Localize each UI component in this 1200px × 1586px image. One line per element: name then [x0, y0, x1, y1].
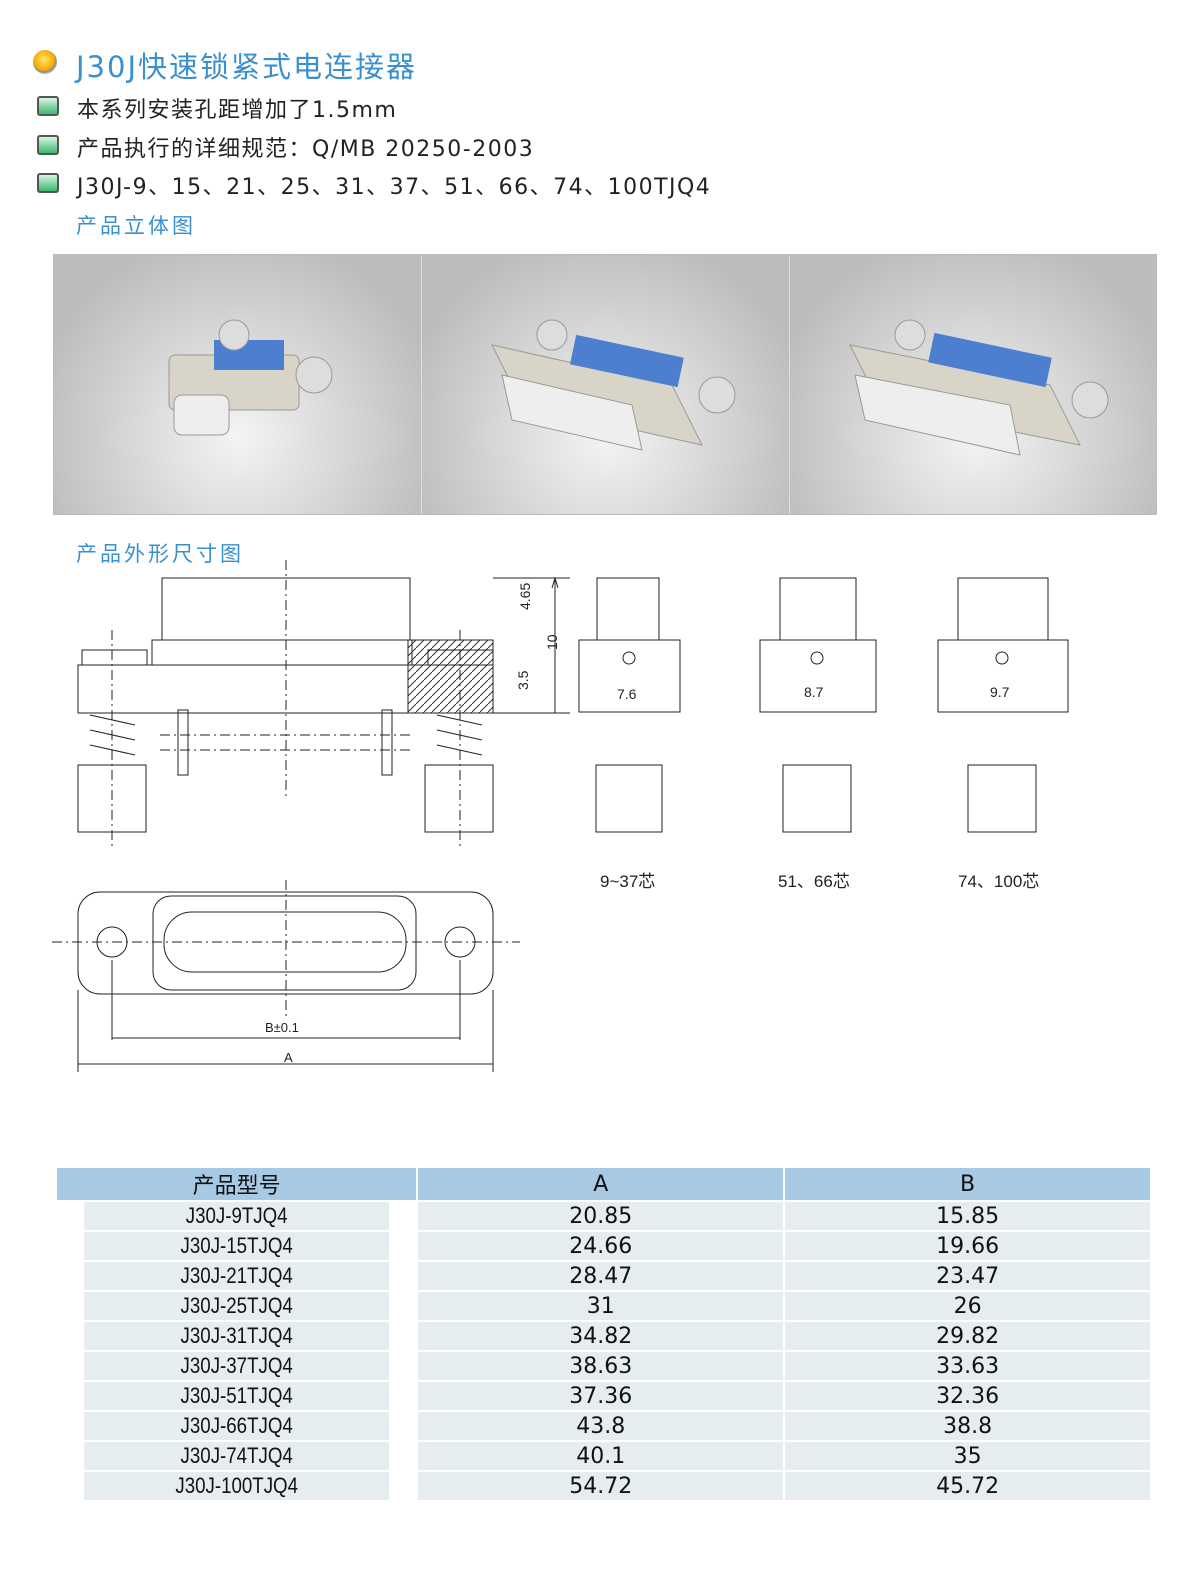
col-header-a: A [416, 1166, 786, 1202]
dim-a: A [284, 1050, 293, 1065]
width-label-2: 8.7 [804, 684, 824, 700]
b-cell: 32.36 [783, 1380, 1152, 1412]
section-3d-heading: 产品立体图 [76, 214, 196, 238]
model-cell: J30J-37TJQ4 [82, 1350, 392, 1382]
a-cell: 54.72 [416, 1470, 786, 1502]
product-photo-large [790, 255, 1157, 514]
orb-bullet-icon [33, 50, 57, 74]
a-cell: 31 [416, 1290, 786, 1322]
core-label-3: 74、100芯 [958, 872, 1039, 891]
model-cell: J30J-9TJQ4 [82, 1200, 392, 1232]
model-cell: J30J-25TJQ4 [82, 1290, 392, 1322]
page-title: J30J快速锁紧式电连接器 [76, 50, 418, 84]
width-label-1: 7.6 [617, 686, 637, 702]
core-label-1: 9~37芯 [600, 872, 655, 891]
spec-line: J30J-9、15、21、25、31、37、51、66、74、100TJQ4 [77, 175, 712, 200]
model-cell: J30J-51TJQ4 [82, 1380, 392, 1412]
col-header-b: B [783, 1166, 1152, 1202]
width-label-3: 9.7 [990, 684, 1010, 700]
core-label-2: 51、66芯 [778, 872, 850, 891]
a-cell: 40.1 [416, 1440, 786, 1472]
model-cell: J30J-31TJQ4 [82, 1320, 392, 1352]
model-cell: J30J-15TJQ4 [82, 1230, 392, 1262]
dim-10: 10 [544, 634, 560, 650]
b-cell: 35 [783, 1440, 1152, 1472]
a-cell: 37.36 [416, 1380, 786, 1412]
b-cell: 38.8 [783, 1410, 1152, 1442]
b-cell: 26 [783, 1290, 1152, 1322]
a-cell: 34.82 [416, 1320, 786, 1352]
b-cell: 33.63 [783, 1350, 1152, 1382]
b-cell: 23.47 [783, 1260, 1152, 1292]
green-bullet-icon [37, 135, 59, 155]
green-bullet-icon [37, 173, 59, 193]
spec-line: 本系列安装孔距增加了1.5mm [77, 98, 398, 123]
model-cell: J30J-66TJQ4 [82, 1410, 392, 1442]
dim-465: 4.65 [517, 583, 533, 610]
b-cell: 19.66 [783, 1230, 1152, 1262]
b-cell: 29.82 [783, 1320, 1152, 1352]
a-cell: 20.85 [416, 1200, 786, 1232]
model-cell: J30J-100TJQ4 [82, 1470, 392, 1502]
product-photos [53, 254, 1157, 515]
dimension-drawing: 4.65 10 3.5 7.6 9~37芯 8.7 51、66芯 9.7 74、… [52, 560, 1069, 1072]
b-cell: 15.85 [783, 1200, 1152, 1232]
green-bullet-icon [37, 96, 59, 116]
dim-b: B±0.1 [265, 1020, 299, 1035]
b-cell: 45.72 [783, 1470, 1152, 1502]
model-cell: J30J-21TJQ4 [82, 1260, 392, 1292]
a-cell: 24.66 [416, 1230, 786, 1262]
spec-line: 产品执行的详细规范：Q/MB 20250-2003 [77, 137, 535, 162]
product-photo-small [54, 255, 422, 514]
section-dims-heading: 产品外形尺寸图 [76, 542, 244, 566]
a-cell: 28.47 [416, 1260, 786, 1292]
dim-35: 3.5 [515, 670, 531, 690]
col-header-model: 产品型号 [54, 1166, 419, 1202]
a-cell: 43.8 [416, 1410, 786, 1442]
product-photo-medium [422, 255, 790, 514]
a-cell: 38.63 [416, 1350, 786, 1382]
model-cell: J30J-74TJQ4 [82, 1440, 392, 1472]
